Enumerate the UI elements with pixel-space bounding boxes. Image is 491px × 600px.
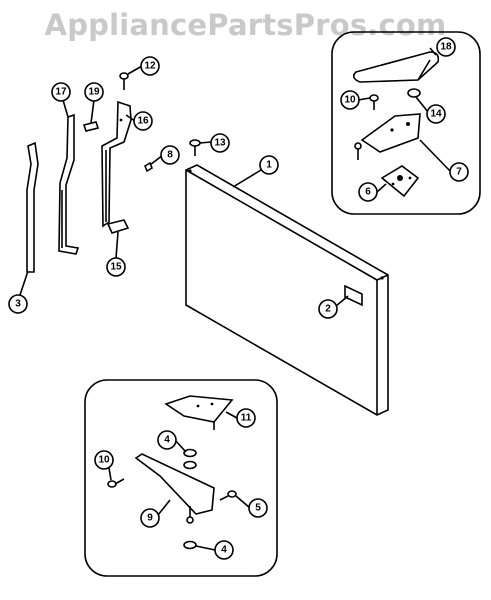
callout-14: 14 bbox=[426, 104, 446, 124]
callout-15: 15 bbox=[106, 257, 126, 277]
handle-bracket-left bbox=[58, 113, 80, 255]
hinge-shim bbox=[380, 165, 420, 198]
hinge-inset-bottom bbox=[84, 379, 278, 577]
screw-10-bottom bbox=[107, 478, 125, 488]
svg-text:2: 2 bbox=[325, 304, 331, 315]
hinge-cover bbox=[352, 51, 440, 83]
svg-text:15: 15 bbox=[110, 262, 122, 273]
upper-hinge bbox=[354, 113, 421, 160]
svg-text:16: 16 bbox=[137, 116, 149, 127]
svg-text:13: 13 bbox=[214, 138, 226, 149]
handle bbox=[26, 141, 39, 273]
screw-5 bbox=[219, 490, 237, 501]
callout-6: 6 bbox=[358, 182, 378, 202]
svg-text:10: 10 bbox=[98, 455, 110, 466]
svg-text:7: 7 bbox=[456, 167, 462, 178]
washer-4-upper bbox=[183, 448, 197, 470]
callout-19: 19 bbox=[84, 82, 104, 102]
callout-5: 5 bbox=[248, 498, 268, 518]
hinge-inset-top bbox=[331, 31, 481, 215]
svg-text:5: 5 bbox=[255, 503, 261, 514]
callout-10-bottom: 10 bbox=[94, 450, 114, 470]
callout-12: 12 bbox=[140, 56, 160, 76]
callout-17: 17 bbox=[51, 82, 71, 102]
screw-10-top bbox=[369, 94, 379, 110]
svg-text:19: 19 bbox=[88, 87, 100, 98]
lower-hinge bbox=[134, 453, 215, 524]
svg-text:1: 1 bbox=[266, 160, 272, 171]
callout-2: 2 bbox=[318, 299, 338, 319]
svg-text:9: 9 bbox=[147, 513, 153, 524]
door-panel bbox=[185, 164, 389, 416]
svg-text:4: 4 bbox=[164, 435, 170, 446]
callout-11: 11 bbox=[236, 408, 256, 428]
svg-text:14: 14 bbox=[430, 109, 442, 120]
callout-4-lower: 4 bbox=[214, 540, 234, 560]
screw-13 bbox=[189, 139, 201, 156]
callout-8: 8 bbox=[160, 145, 180, 165]
svg-text:6: 6 bbox=[365, 187, 371, 198]
callout-18: 18 bbox=[436, 37, 456, 57]
callout-9: 9 bbox=[140, 508, 160, 528]
lower-hinge-cover bbox=[164, 395, 234, 430]
nameplate bbox=[344, 284, 363, 307]
callout-16: 16 bbox=[133, 111, 153, 131]
callout-4-upper: 4 bbox=[157, 430, 177, 450]
svg-text:12: 12 bbox=[144, 61, 156, 72]
svg-text:4: 4 bbox=[221, 545, 227, 556]
washer-4-lower bbox=[183, 540, 197, 550]
plug bbox=[407, 88, 421, 98]
bottom-bracket bbox=[106, 219, 130, 234]
svg-text:10: 10 bbox=[344, 95, 356, 106]
callout-1: 1 bbox=[259, 155, 279, 175]
svg-text:3: 3 bbox=[15, 299, 21, 310]
svg-text:18: 18 bbox=[440, 42, 452, 53]
svg-text:11: 11 bbox=[241, 413, 252, 424]
screw-top bbox=[119, 72, 129, 90]
callout-13: 13 bbox=[210, 133, 230, 153]
callout-3: 3 bbox=[8, 294, 28, 314]
clip bbox=[82, 121, 100, 132]
callout-10-top: 10 bbox=[340, 90, 360, 110]
svg-text:8: 8 bbox=[167, 150, 173, 161]
watermark-logo: AppliancePartsPros.com bbox=[44, 8, 447, 42]
svg-text:17: 17 bbox=[55, 87, 67, 98]
handle-bracket-right bbox=[101, 100, 132, 228]
callout-7: 7 bbox=[449, 162, 469, 182]
